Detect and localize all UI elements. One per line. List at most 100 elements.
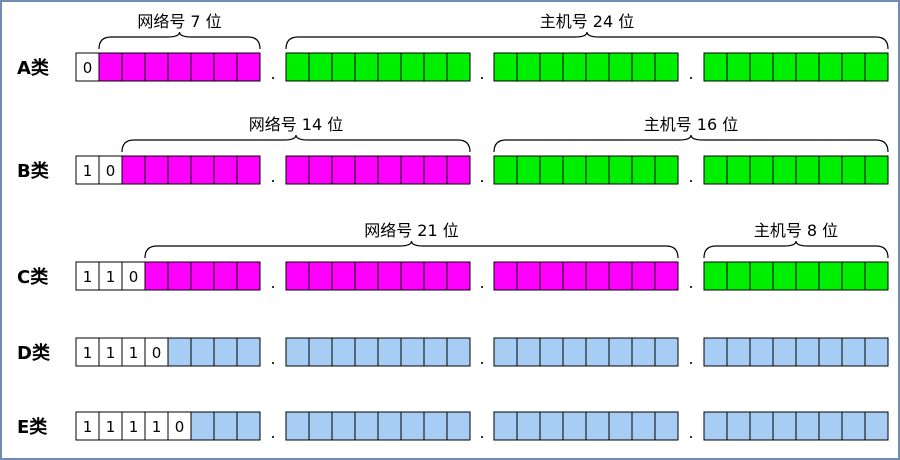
class-1-host-brace	[285, 31, 889, 50]
class-3-bit-cell	[539, 261, 564, 291]
class-2-bit-cell	[864, 155, 889, 185]
class-1-bit-cell	[167, 52, 192, 82]
class-4-bit-cell	[772, 337, 797, 367]
class-5-bit-cell	[493, 411, 518, 441]
class-4-bit-cell	[749, 337, 774, 367]
class-3-bit-cell	[285, 261, 310, 291]
class-4-bit-cell	[864, 337, 889, 367]
class-4-bit-cell	[354, 337, 379, 367]
class-3-bit-cell	[631, 261, 656, 291]
class-3-bit-cell	[608, 261, 633, 291]
class-3-bit-cell	[864, 261, 889, 291]
class-5-bit-cell	[331, 411, 356, 441]
class-1-bit-cell	[516, 52, 541, 82]
class-2-bit-cell	[446, 155, 471, 185]
class-1-bit-cell	[562, 52, 587, 82]
class-3-bit-cell	[749, 261, 774, 291]
class-2-bit-cell	[539, 155, 564, 185]
class-4-bit-cell	[446, 337, 471, 367]
class-1-bit-cell	[841, 52, 866, 82]
class-3-bit-cell	[308, 261, 333, 291]
class-2-bit-cell	[400, 155, 425, 185]
class-5-bit-cell	[795, 411, 820, 441]
class-4-bit-cell	[377, 337, 402, 367]
class-4-bit-cell	[167, 337, 192, 367]
class-4-bit-cell	[331, 337, 356, 367]
class-1-bit-cell	[772, 52, 797, 82]
class-2-bit-cell	[354, 155, 379, 185]
class-5-bit-cell	[354, 411, 379, 441]
class-1-bit-cell	[236, 52, 261, 82]
class-5-bit-cell	[516, 411, 541, 441]
class-2-label: B类	[17, 160, 50, 182]
class-5-bit-cell	[446, 411, 471, 441]
class-4-bit-cell	[703, 337, 728, 367]
class-2-host-brace	[493, 134, 889, 153]
class-1-bit-cell	[354, 52, 379, 82]
class-1-bit-cell	[726, 52, 751, 82]
class-2-bit-cell	[516, 155, 541, 185]
class-5-prefix-bit: 0	[175, 418, 185, 436]
class-2-bit-cell	[749, 155, 774, 185]
class-3-bit-cell	[236, 261, 261, 291]
class-5-bit-cell	[562, 411, 587, 441]
class-4-bit-cell	[795, 337, 820, 367]
class-5-bit-cell	[703, 411, 728, 441]
class-3-bit-cell	[190, 261, 215, 291]
class-5-bit-cell	[423, 411, 448, 441]
class-3-bit-cell	[562, 261, 587, 291]
class-1-bit-cell	[121, 52, 146, 82]
class-1-bit-cell	[400, 52, 425, 82]
class-3-bit-cell	[795, 261, 820, 291]
class-2-octet-separator: .	[479, 167, 484, 186]
class-5-bit-cell	[585, 411, 610, 441]
class-1-bit-cell	[144, 52, 169, 82]
class-1-bit-cell	[308, 52, 333, 82]
class-5-octet-separator: .	[688, 423, 693, 442]
class-2-bit-cell	[236, 155, 261, 185]
class-1-octet-separator: .	[479, 64, 484, 83]
class-3-network-brace	[144, 240, 679, 259]
class-3-bit-cell	[772, 261, 797, 291]
class-1-bit-cell	[864, 52, 889, 82]
class-2-octet-separator: .	[270, 167, 275, 186]
class-4-bit-cell	[493, 337, 518, 367]
class-1-bit-cell	[631, 52, 656, 82]
class-3-bit-cell	[585, 261, 610, 291]
class-3-bit-cell	[354, 261, 379, 291]
class-3-bit-cell	[400, 261, 425, 291]
class-4-bit-cell	[726, 337, 751, 367]
class-2-prefix-bit: 1	[83, 162, 93, 180]
class-2-bit-cell	[562, 155, 587, 185]
class-4-bit-cell	[539, 337, 564, 367]
class-4-octet-separator: .	[270, 349, 275, 368]
class-5-octet-separator: .	[270, 423, 275, 442]
class-2-bit-cell	[423, 155, 448, 185]
class-5-bit-cell	[818, 411, 843, 441]
class-1-host-brace-label: 主机号 24 位	[540, 12, 635, 31]
class-3-bit-cell	[446, 261, 471, 291]
class-4-prefix-bit: 1	[83, 344, 93, 362]
class-1-prefix-bit: 0	[83, 59, 93, 77]
class-1-network-brace-label: 网络号 7 位	[137, 12, 221, 31]
class-1-bit-cell	[213, 52, 238, 82]
class-5-prefix-bit: 1	[106, 418, 116, 436]
class-2-bit-cell	[841, 155, 866, 185]
class-4-bit-cell	[285, 337, 310, 367]
class-5-bit-cell	[654, 411, 679, 441]
class-3-prefix-bit: 0	[129, 268, 139, 286]
class-3-octet-separator: .	[479, 273, 484, 292]
class-4-bit-cell	[423, 337, 448, 367]
class-5-bit-cell	[236, 411, 261, 441]
class-3-network-brace-label: 网络号 21 位	[364, 221, 459, 240]
class-2-bit-cell	[190, 155, 215, 185]
class-2-bit-cell	[144, 155, 169, 185]
class-1-bit-cell	[446, 52, 471, 82]
class-3-host-brace	[703, 240, 889, 259]
class-3-label: C类	[17, 266, 49, 288]
class-1-network-brace	[98, 31, 261, 50]
class-3-bit-cell	[516, 261, 541, 291]
class-1-bit-cell	[654, 52, 679, 82]
class-1-bit-cell	[285, 52, 310, 82]
